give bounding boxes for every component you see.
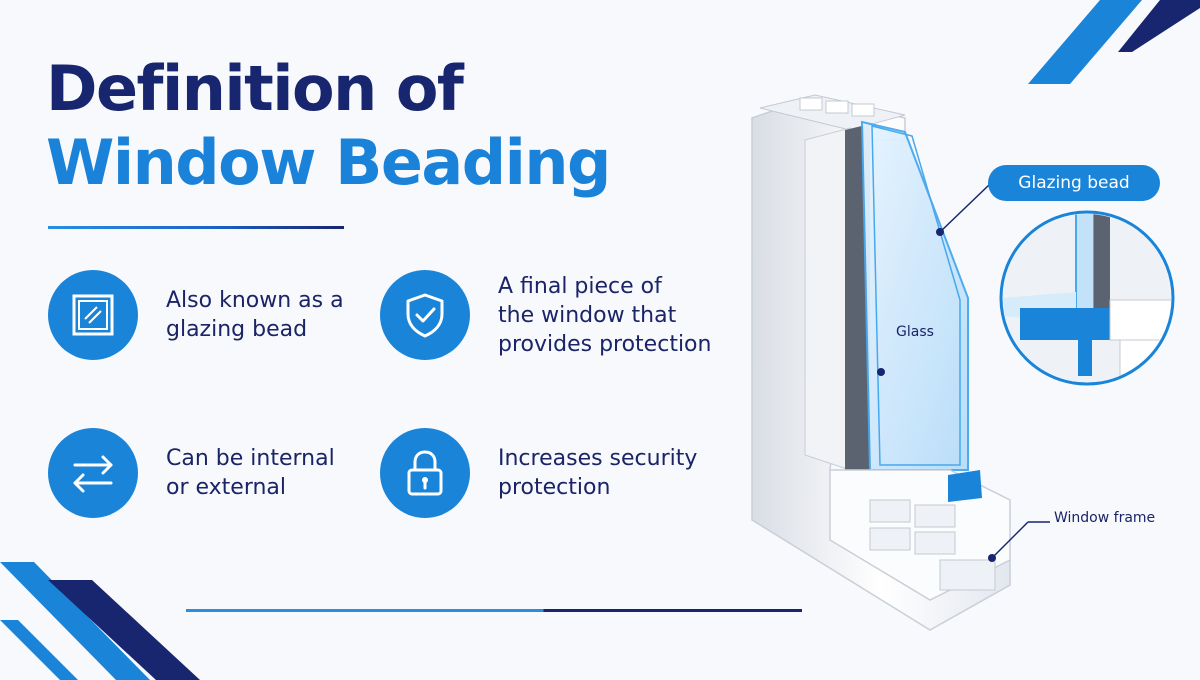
feature-text: Can be internal or external [166,446,335,500]
glass-pane-icon [48,270,138,360]
glazing-bead [948,470,982,502]
feature-protection: A final piece of the window that provide… [380,270,711,360]
glazing-bead-label: Glazing bead [988,165,1160,201]
glass-label: Glass [896,324,934,340]
feature-text: Also known as a glazing bead [166,288,344,342]
feature-text: Increases security protection [498,446,698,500]
title-line-1: Definition of [46,52,464,125]
window-frame-label: Window frame [1054,510,1156,526]
feature-text: A final piece of the window that provide… [498,273,712,357]
shield-check-icon [380,270,470,360]
window-profile-diagram [751,94,1175,631]
glass-pane [860,120,969,471]
title-line-2: Window Beading [46,126,611,199]
feature-security: Increases security protection [380,428,697,518]
padlock-icon [380,428,470,518]
feature-internal-external: Can be internal or external [48,428,335,518]
swap-arrows-icon [48,428,138,518]
page-title: Definition of Window Beading [46,52,611,200]
title-underline [48,226,344,229]
bottom-divider [186,609,802,612]
feature-glazing-bead: Also known as a glazing bead [48,270,344,360]
